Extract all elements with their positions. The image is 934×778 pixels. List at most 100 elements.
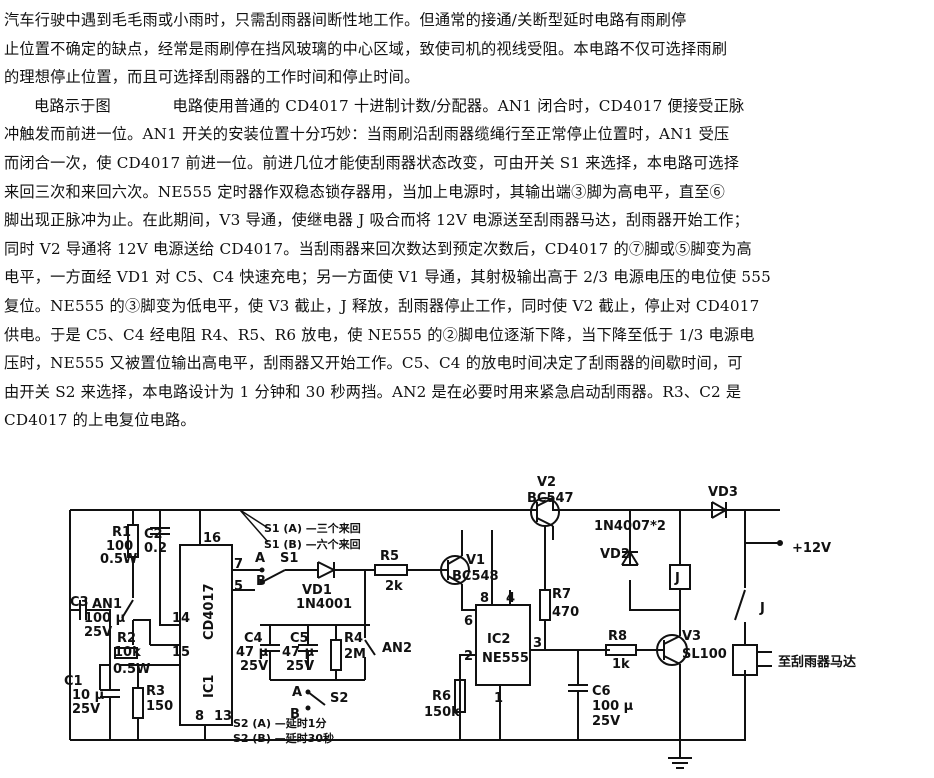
r3-value: 150 bbox=[146, 699, 173, 714]
ic2-pin-8: 8 bbox=[480, 591, 489, 606]
relay-coil-label: J bbox=[674, 571, 680, 586]
v1-label: V1 bbox=[466, 553, 485, 568]
v2-label: V2 bbox=[537, 475, 556, 490]
ic1-pin-13: 13 bbox=[214, 709, 232, 724]
r4-value: 2M bbox=[344, 647, 366, 662]
ic2-label: IC2 bbox=[487, 632, 510, 647]
r1-label: R1 bbox=[112, 525, 131, 540]
resistor-r5: R5 2k bbox=[374, 549, 440, 594]
c3-value: 100 μ bbox=[84, 611, 126, 626]
v1-part: BC548 bbox=[452, 569, 499, 584]
an1-label: AN1 bbox=[92, 597, 122, 612]
transistor-v1: V1 BC548 bbox=[440, 530, 499, 611]
resistor-r8: R8 1k bbox=[605, 629, 655, 672]
c4-voltage: 25V bbox=[240, 659, 268, 674]
capacitor-c6: C6 100 μ 25V bbox=[568, 650, 634, 740]
r2-label: R2 bbox=[117, 631, 136, 646]
c5-value: 47 μ bbox=[282, 645, 315, 660]
r6-label: R6 bbox=[432, 689, 451, 704]
s1-pos-a: A bbox=[255, 551, 265, 566]
resistor-r6: R6 150k bbox=[424, 679, 466, 720]
resistor-r3: R3 150 bbox=[120, 664, 180, 740]
ic2-part: NE555 bbox=[482, 651, 529, 666]
s2-label: S2 bbox=[330, 691, 348, 706]
r7-label: R7 bbox=[552, 587, 571, 602]
c3-voltage: 25V bbox=[84, 625, 112, 640]
c6-value: 100 μ bbox=[592, 699, 634, 714]
ic1-pin-7: 7 bbox=[234, 557, 243, 572]
text-line: 脚出现正脉冲为止。在此期间，V3 导通，使继电器 J 吸合而将 12V 电源送至… bbox=[4, 211, 750, 230]
diode-vd3: VD3 bbox=[708, 485, 738, 519]
r7-value: 470 bbox=[552, 605, 579, 620]
r8-label: R8 bbox=[608, 629, 627, 644]
resistor-r1: R1 100 0.5W bbox=[100, 524, 139, 567]
ground-rail bbox=[69, 510, 746, 769]
supply-label: +12V bbox=[792, 541, 831, 556]
ic1-pin-8: 8 bbox=[195, 709, 204, 724]
vd1-part: 1N4001 bbox=[296, 597, 352, 612]
ic2-ne555: 8 4 6 2 3 1 IC2 NE555 bbox=[459, 530, 542, 740]
diode-vd2: VD2 bbox=[600, 510, 680, 611]
text-line: 压时，NE555 又被置位输出高电平，刮雨器又开始工作。C5、C4 的放电时间决… bbox=[4, 354, 743, 373]
r8-value: 1k bbox=[612, 657, 630, 672]
resistor-r4: R4 2M bbox=[330, 625, 366, 680]
text-line: 而闭合一次，使 CD4017 前进一位。前进几位才能使刮雨器状态改变，可由开关 … bbox=[4, 153, 740, 172]
r3-label: R3 bbox=[146, 684, 165, 699]
capacitor-c5: C5 47 μ 25V bbox=[282, 625, 318, 674]
ic1-label: IC1 bbox=[202, 675, 217, 698]
r4-label: R4 bbox=[344, 631, 363, 646]
switch-an2: AN2 bbox=[364, 625, 412, 680]
paragraph-intro: 汽车行驶中遇到毛毛雨或小雨时，只需刮雨器间断性地工作。但通常的接通/关断型延时电… bbox=[4, 6, 926, 92]
text-line: 冲触发而前进一位。AN1 开关的安装位置十分巧妙：当雨刷沿刮雨器缆绳行至正常停止… bbox=[4, 125, 730, 144]
ic1-part: CD4017 bbox=[202, 583, 217, 640]
c6-label: C6 bbox=[592, 684, 611, 699]
diode-vd1: VD1 1N4001 bbox=[285, 561, 375, 612]
c5-voltage: 25V bbox=[286, 659, 314, 674]
vd1-label: VD1 bbox=[302, 583, 332, 598]
supply-rail bbox=[70, 509, 783, 546]
capacitor-c4: C4 47 μ 25V bbox=[236, 625, 280, 680]
ic1-pin-16: 16 bbox=[203, 531, 221, 546]
relay-contact-j: J bbox=[734, 543, 765, 645]
text-line: 的理想停止位置，而且可选择刮雨器的工作时间和停止时间。 bbox=[4, 68, 420, 87]
s2-pos-a: A bbox=[292, 685, 302, 700]
transistor-v2: V2 BC547 bbox=[527, 475, 574, 590]
ic1-pin-15: 15 bbox=[172, 645, 190, 660]
c4-label: C4 bbox=[244, 631, 263, 646]
switch-s2: A B S2 S2 (A) —延时1分 S2 (B) —延时30秒 bbox=[233, 679, 365, 745]
paragraph-description: 电路示于图 电路使用普通的 CD4017 十进制计数/分配器。AN1 闭合时，C… bbox=[4, 92, 926, 435]
relay-contact-label: J bbox=[759, 601, 765, 616]
c6-voltage: 25V bbox=[592, 714, 620, 729]
text-line: 来回三次和来回六次。NE555 定时器作双稳态锁存器用，当加上电源时，其输出端③… bbox=[4, 182, 726, 201]
vd3-label: VD3 bbox=[708, 485, 738, 500]
v2-part: BC547 bbox=[527, 491, 574, 506]
capacitor-c1: C1 10 μ 25V bbox=[64, 665, 120, 740]
text-line: 供电。于是 C5、C4 经电阻 R4、R5、R6 放电，使 NE555 的②脚电… bbox=[4, 325, 755, 344]
text-line: 由开关 S2 来选择，本电路设计为 1 分钟和 30 秒两挡。AN2 是在必要时… bbox=[4, 382, 742, 401]
article-text: 汽车行驶中遇到毛毛雨或小雨时，只需刮雨器间断性地工作。但通常的接通/关断型延时电… bbox=[4, 6, 926, 435]
r5-value: 2k bbox=[385, 579, 403, 594]
circuit-diagram: R1 100 0.5W C2 0.2 C3 100 μ 25V AN1 R2 1… bbox=[64, 475, 856, 769]
r2-value: 10k bbox=[114, 645, 141, 660]
text-line: 电路示于图 电路使用普通的 CD4017 十进制计数/分配器。AN1 闭合时，C… bbox=[34, 96, 745, 115]
vd2-label: VD2 bbox=[600, 547, 630, 562]
v3-part: SL100 bbox=[682, 647, 727, 662]
s1-pos-b: B bbox=[256, 574, 266, 589]
ic2-pin-6: 6 bbox=[464, 614, 473, 629]
text-line: 电平，一方面经 VD1 对 C5、C4 快速充电；另一方面使 V1 导通，其射极… bbox=[4, 268, 772, 287]
capacitor-c2: C2 0.2 bbox=[144, 510, 170, 626]
r6-value: 150k bbox=[424, 705, 460, 720]
ic2-pin-2: 2 bbox=[464, 649, 473, 664]
s2-pos-b: B bbox=[290, 707, 300, 722]
s2-option-a: S2 (A) —延时1分 bbox=[233, 716, 326, 730]
s1-option-b: S1 (B) —六个来回 bbox=[264, 537, 361, 551]
c1-voltage: 25V bbox=[72, 702, 100, 717]
capacitor-c3: C3 100 μ 25V bbox=[70, 595, 126, 640]
diode-part-label: 1N4007*2 bbox=[594, 519, 666, 534]
c1-value: 10 μ bbox=[72, 688, 105, 703]
text-line: 复位。NE555 的③脚变为低电平，使 V3 截止，J 释放，刮雨器停止工作，同… bbox=[4, 296, 760, 315]
s1-option-a: S1 (A) —三个来回 bbox=[264, 521, 361, 535]
switch-s1: A B S1 S1 (A) —三个来回 S1 (B) —六个来回 bbox=[232, 509, 361, 591]
r1-value: 100 bbox=[106, 539, 133, 554]
c3-label: C3 bbox=[70, 595, 89, 610]
